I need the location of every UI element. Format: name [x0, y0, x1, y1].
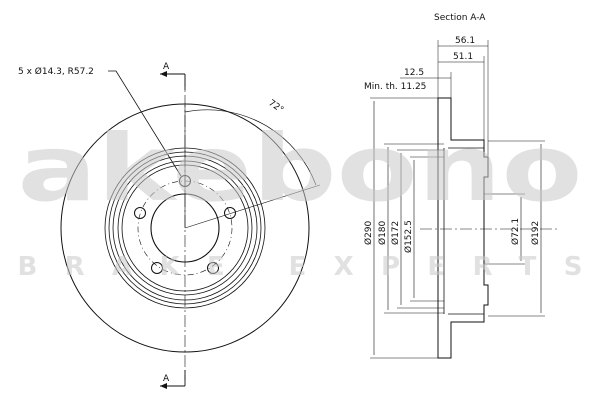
angle-label: 72° [266, 98, 285, 115]
dim-290-label: Ø290 [363, 220, 374, 245]
dim-51-1-label: 51.1 [453, 52, 473, 62]
angle-arc [184, 109, 317, 186]
section-arrow-top-head [160, 71, 167, 77]
watermark-tagline: BRAKE EXPERTS [18, 252, 583, 282]
section-mark-top: A [163, 62, 170, 72]
section-view [370, 40, 560, 359]
dim-152-5-label: Ø152.5 [403, 220, 414, 253]
bolt-hole-4 [151, 262, 163, 274]
watermark-brand: akebono [18, 115, 583, 222]
angle-ray-2 [184, 184, 321, 229]
section-arrow-bottom-head [160, 383, 167, 389]
dim-172-label: Ø172 [390, 221, 401, 245]
min-thickness-label: Min. th. 11.25 [364, 82, 426, 92]
bolt-hole-3 [207, 262, 219, 274]
dim-72-1-label: Ø72.1 [510, 218, 521, 245]
section-mark-bottom: A [163, 374, 170, 384]
bolt-note-leader [108, 70, 182, 177]
dim-192-label: Ø192 [530, 221, 541, 245]
bolt-hole-5 [134, 207, 146, 219]
front-view [60, 70, 321, 387]
dim-56-1-label: 56.1 [455, 36, 475, 46]
bolt-hole-2 [224, 207, 236, 219]
bolt-note-label: 5 x Ø14.3, R57.2 [18, 66, 94, 77]
dim-12-5-label: 12.5 [404, 68, 424, 78]
section-title: Section A-A [434, 13, 486, 23]
disc-section-profile [437, 97, 489, 359]
dim-180-label: Ø180 [377, 220, 388, 245]
